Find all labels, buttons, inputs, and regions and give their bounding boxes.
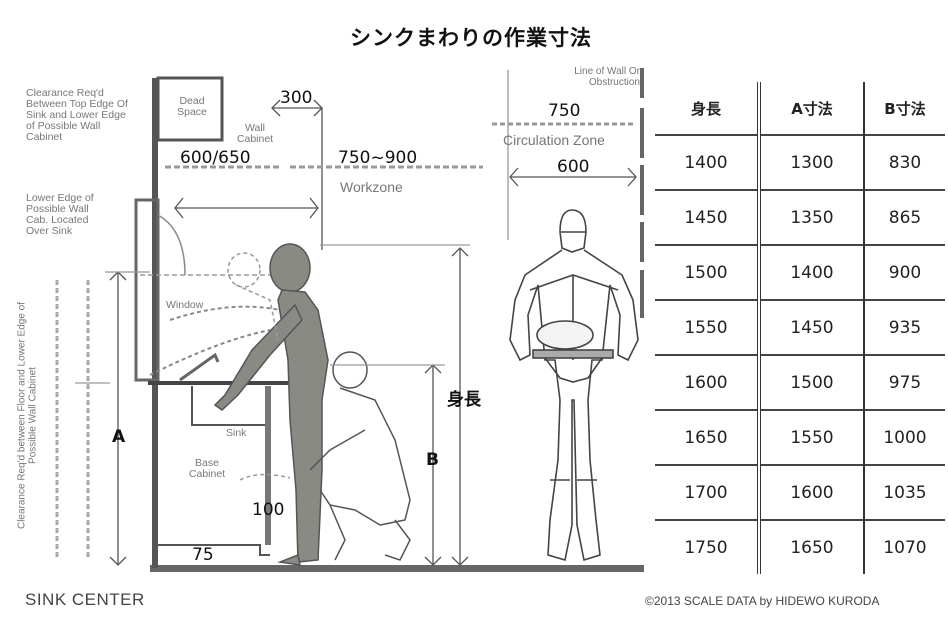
dim-300: 300 xyxy=(280,88,313,108)
table-row: 1750 1650 1070 xyxy=(655,519,945,574)
floor-line xyxy=(150,565,644,572)
dimension-table: 身長 A寸法 B寸法 1400 1300 830 1450 1350 865 1… xyxy=(655,82,945,574)
cell-a: 1500 xyxy=(759,354,865,410)
dim-750-900: 750~900 xyxy=(338,148,418,168)
header-b: B寸法 xyxy=(884,99,926,118)
cell-height: 1600 xyxy=(655,354,761,410)
cell-height: 1400 xyxy=(655,134,761,190)
label-lower-edge: Lower Edge of Possible Wall Cab. Located… xyxy=(26,192,94,238)
cell-a: 1450 xyxy=(759,299,865,355)
cell-a: 1550 xyxy=(759,409,865,465)
footer-sink-center: SINK CENTER xyxy=(25,590,145,609)
front-figure xyxy=(509,209,639,562)
table-row: 1650 1550 1000 xyxy=(655,409,945,465)
cell-a: 1400 xyxy=(759,244,865,300)
header-a: A寸法 xyxy=(759,82,865,135)
crouching-figure xyxy=(309,351,411,561)
table-row: 1700 1600 1035 xyxy=(655,464,945,520)
cell-b: 935 xyxy=(864,299,945,355)
left-wall xyxy=(152,78,158,568)
dim-height: 身長 xyxy=(447,390,481,410)
diagram-title: シンクまわりの作業寸法 xyxy=(350,26,592,50)
dim-750: 750 xyxy=(548,101,581,121)
table-row: 1450 1350 865 xyxy=(655,189,945,245)
label-circulation-zone: Circulation Zone xyxy=(503,132,605,148)
cell-a: 1600 xyxy=(759,464,865,520)
label-workzone: Workzone xyxy=(340,179,403,195)
dim-600-650: 600/650 xyxy=(180,148,251,168)
label-sink: Sink xyxy=(226,427,247,439)
cell-b: 830 xyxy=(864,134,945,190)
cell-height: 1700 xyxy=(655,464,761,520)
cell-b: 1070 xyxy=(864,519,945,574)
dim-A: A xyxy=(112,427,126,447)
label-line-of-wall: Line of Wall Or Obstruction xyxy=(574,66,640,88)
label-clearance-top: Clearance Req'd Between Top Edge Of Sink… xyxy=(26,87,128,144)
cell-height: 1550 xyxy=(655,299,761,355)
label-wall-cabinet: Wall Cabinet xyxy=(236,122,274,146)
cell-b: 900 xyxy=(864,244,945,300)
table-row: 1500 1400 900 xyxy=(655,244,945,300)
dim-B: B xyxy=(426,450,439,470)
table-row: 1600 1500 975 xyxy=(655,354,945,410)
footer-copyright: ©2013 SCALE DATA by HIDEWO KURODA xyxy=(645,594,880,608)
cell-a: 1300 xyxy=(759,134,865,190)
line-of-wall xyxy=(640,68,644,318)
cell-height: 1750 xyxy=(655,519,761,574)
label-clearance-floor: Clearance Req'd between Floor and Lower … xyxy=(16,301,39,530)
dead-space-box xyxy=(156,76,224,142)
dim-100: 100 xyxy=(252,500,285,520)
table-row: 1550 1450 935 xyxy=(655,299,945,355)
dim-600: 600 xyxy=(557,157,590,177)
table-row: 1400 1300 830 xyxy=(655,134,945,190)
table-header-row: 身長 A寸法 B寸法 xyxy=(655,82,945,135)
label-window: Window xyxy=(166,299,204,311)
wall-cabinet-side xyxy=(134,198,160,382)
cell-height: 1450 xyxy=(655,189,761,245)
cell-height: 1650 xyxy=(655,409,761,465)
label-base-cabinet: Base Cabinet xyxy=(188,457,226,481)
dim-75: 75 xyxy=(192,545,214,565)
cell-b: 1035 xyxy=(864,464,945,520)
cell-b: 865 xyxy=(864,189,945,245)
cell-a: 1650 xyxy=(759,519,865,574)
cell-height: 1500 xyxy=(655,244,761,300)
cell-b: 975 xyxy=(864,354,945,410)
header-height: 身長 xyxy=(655,82,761,135)
label-dead-space: Dead Space xyxy=(177,95,207,119)
standing-figure xyxy=(213,243,329,566)
cell-a: 1350 xyxy=(759,189,865,245)
cell-b: 1000 xyxy=(864,409,945,465)
